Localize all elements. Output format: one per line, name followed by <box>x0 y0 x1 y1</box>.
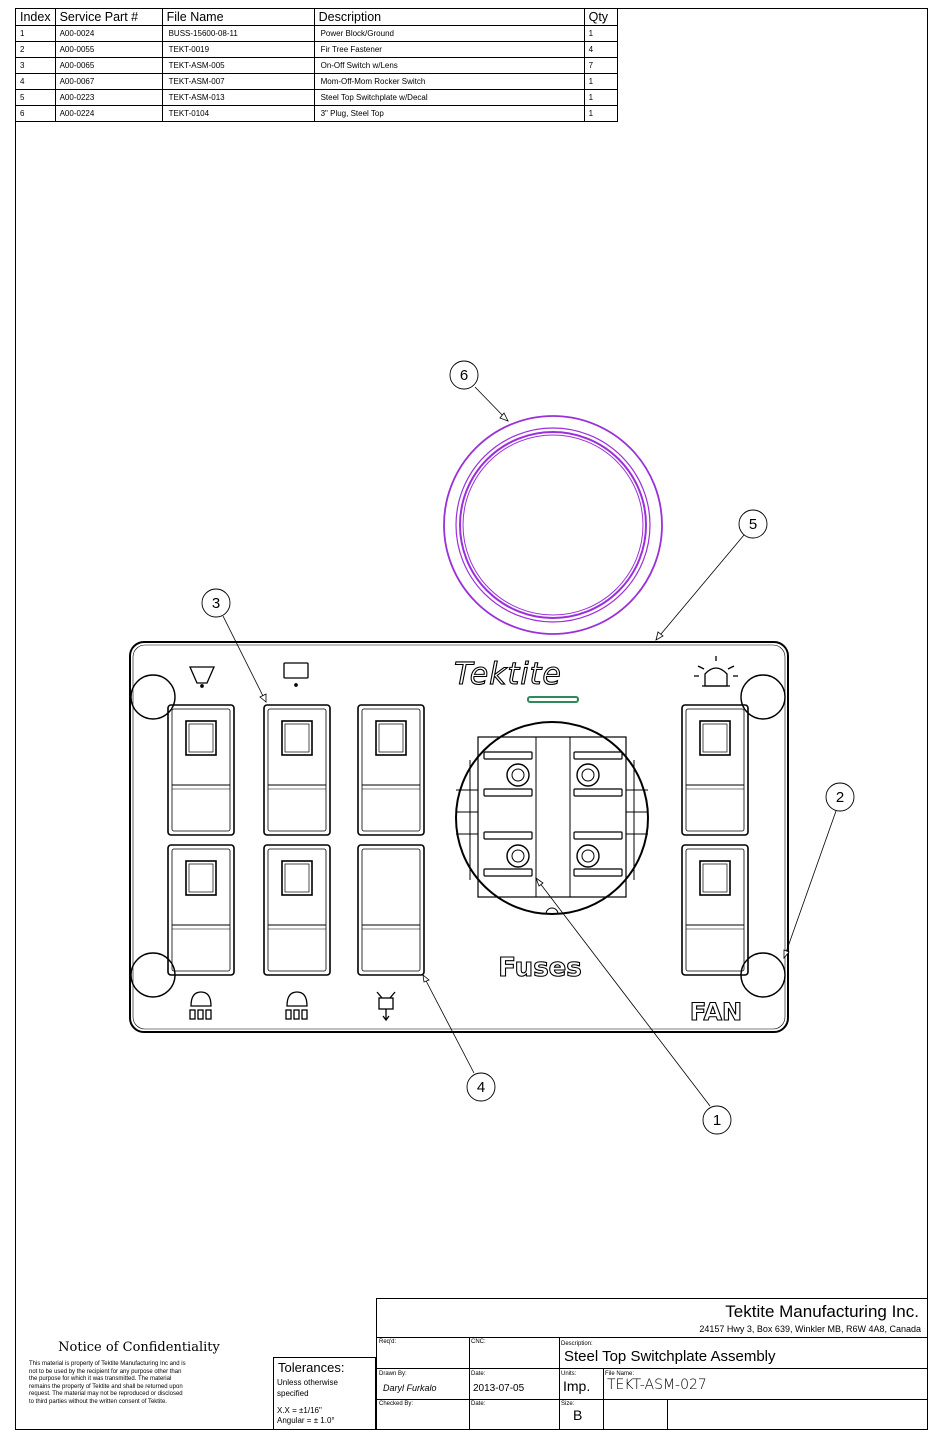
svg-text:5: 5 <box>749 516 757 533</box>
bom-header-row: Index Service Part # File Name Descripti… <box>15 8 618 26</box>
tb-line <box>603 1368 604 1429</box>
file-name-label: File Name: <box>605 1371 635 1377</box>
reqd-label: Req'd: <box>379 1339 397 1345</box>
balloon-2: 2 <box>825 782 855 812</box>
tb-line <box>667 1399 668 1429</box>
leader-lines <box>222 386 837 1107</box>
tb-line <box>559 1337 560 1429</box>
balloon-5: 5 <box>738 509 768 539</box>
beacon-icon <box>694 656 738 687</box>
balloon-6: 6 <box>449 360 479 390</box>
bom-cell: TEKT-0104 <box>161 105 315 122</box>
indicator-led <box>527 696 579 703</box>
date-label: Date: <box>471 1371 486 1377</box>
balloon-1: 1 <box>702 1105 732 1135</box>
work-light-icon <box>189 991 212 1020</box>
bom-cell: 3" Plug, Steel Top <box>313 105 585 122</box>
notice-title: Notice of Confidentiality <box>58 1340 220 1355</box>
tolerance-angular: Angular = ± 1.0° <box>277 1416 335 1425</box>
wiper-icon <box>189 666 215 688</box>
tolerance-linear: X.X = ±1/16" <box>277 1406 322 1415</box>
balloon-3: 3 <box>201 588 231 618</box>
drawn-by-value: Daryl Furkalo <box>383 1383 437 1393</box>
drawn-by-label: Drawn By: <box>379 1371 407 1377</box>
size-value: B <box>573 1407 583 1423</box>
lift-icon <box>376 991 396 1022</box>
date-value: 2013-07-05 <box>473 1383 525 1394</box>
company-name: Tektite Manufacturing Inc. <box>725 1302 919 1321</box>
company-address: 24157 Hwy 3, Box 639, Winkler MB, R6W 4A… <box>699 1324 921 1334</box>
bill-of-materials-table: Index Service Part # File Name Descripti… <box>15 8 618 122</box>
fuses-label: Fuses <box>498 953 582 983</box>
brand-logo: Tektite <box>454 657 562 692</box>
bom-header-part: Service Part # <box>54 8 163 26</box>
callout-balloons: 6 5 3 2 4 1 <box>201 360 855 1135</box>
tb-line <box>377 1368 927 1369</box>
tb-line <box>377 1337 927 1338</box>
svg-text:6: 6 <box>460 367 468 384</box>
units-label: Units: <box>561 1371 577 1377</box>
svg-text:1: 1 <box>713 1112 721 1129</box>
notice-body: This material is property of Tektite Man… <box>29 1361 186 1405</box>
title-block: Tektite Manufacturing Inc. 24157 Hwy 3, … <box>376 1298 928 1430</box>
svg-text:3: 3 <box>212 595 220 612</box>
size-label: Size: <box>561 1401 575 1407</box>
checked-date-label: Date: <box>471 1401 486 1407</box>
file-name-value: TEKT-ASM-027 <box>607 1377 707 1393</box>
steel-top-plug <box>443 415 663 635</box>
description-label: Description: <box>561 1341 593 1347</box>
units-value: Imp. <box>563 1378 591 1394</box>
tb-line <box>469 1337 470 1429</box>
fan-label: FAN <box>690 998 742 1026</box>
tb-line <box>377 1399 927 1400</box>
svg-text:4: 4 <box>477 1079 485 1096</box>
tolerances-box: Tolerances: Unless otherwise specified X… <box>273 1357 376 1430</box>
bom-cell: 1 <box>583 105 618 122</box>
checked-by-label: Checked By: <box>379 1401 414 1407</box>
steel-top-switchplate <box>129 641 789 1033</box>
tolerances-title: Tolerances: <box>278 1360 345 1375</box>
screen-icon <box>283 662 309 687</box>
work-light-icon-2 <box>285 991 308 1020</box>
description-value: Steel Top Switchplate Assembly <box>564 1348 776 1365</box>
cnc-label: CNC: <box>471 1339 486 1345</box>
tolerances-note: Unless otherwise specified <box>277 1378 338 1398</box>
fuse-block <box>455 721 649 915</box>
svg-text:2: 2 <box>836 789 844 806</box>
balloon-4: 4 <box>466 1072 496 1102</box>
bom-header-qty: Qty <box>583 8 618 26</box>
